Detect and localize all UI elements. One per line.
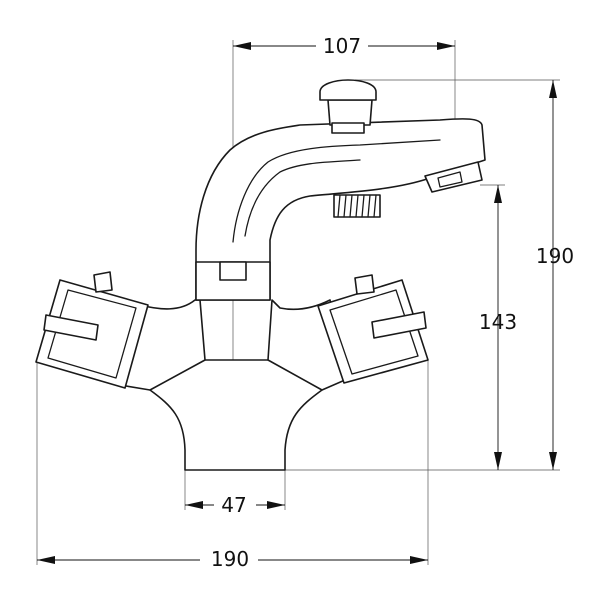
dimension-outlet-height	[494, 185, 502, 470]
spout-column	[195, 118, 486, 301]
column-band-notch	[219, 261, 247, 281]
dim-label-top-width: 107	[323, 34, 361, 58]
diverter-stem	[327, 99, 373, 126]
diverter-knob	[319, 79, 377, 101]
valve-body-base	[149, 359, 323, 471]
right-handle	[317, 274, 429, 384]
diverter-collar	[331, 122, 365, 134]
dimension-overall-height	[549, 80, 557, 470]
left-handle	[35, 271, 149, 389]
dim-label-base-width: 47	[221, 493, 246, 517]
hose-connector-thread	[333, 194, 381, 218]
dim-label-overall-width: 190	[211, 547, 249, 571]
dim-label-overall-height: 190	[536, 244, 574, 268]
faucet-body	[35, 79, 486, 471]
dim-label-outlet-height: 143	[479, 310, 517, 334]
spout-inner-curve	[232, 139, 441, 243]
